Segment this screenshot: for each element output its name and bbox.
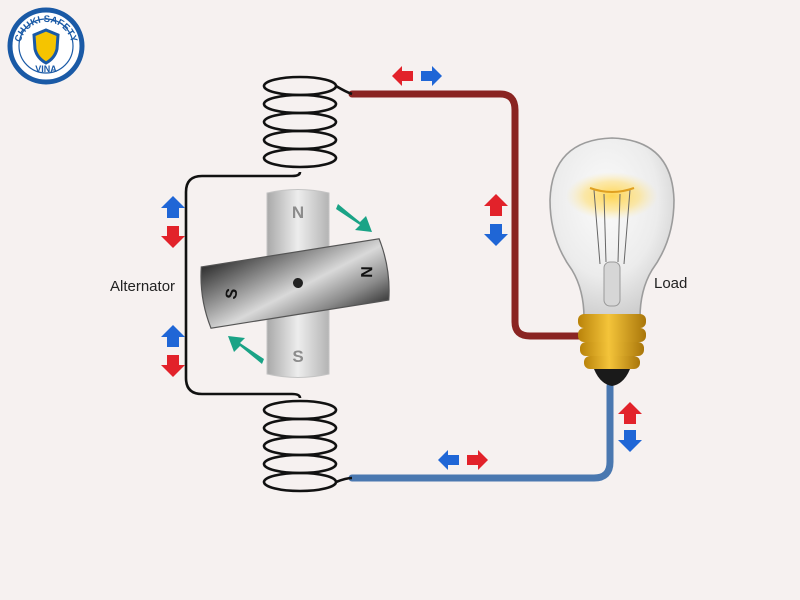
arrow-up-icon <box>161 196 185 218</box>
arrow-right-icon <box>421 66 442 86</box>
current-direction-arrows-left-lower <box>161 325 185 377</box>
logo-bottom-text: VINA <box>35 64 57 74</box>
rotation-arrow-icon <box>228 336 264 364</box>
rotor-magnet: S N <box>200 238 390 329</box>
arrow-down-icon <box>161 355 185 377</box>
stator-north-label: N <box>292 203 304 222</box>
current-direction-arrows-right-bottom <box>618 402 642 452</box>
arrow-left-icon <box>392 66 413 86</box>
rotor-north-label: N <box>357 266 374 278</box>
arrow-up-icon <box>161 325 185 347</box>
arrow-down-icon <box>484 224 508 246</box>
stator-south-label: S <box>292 347 303 366</box>
shield-icon <box>32 28 60 65</box>
rotation-arrow-icon <box>336 204 372 232</box>
arrow-up-icon <box>484 194 508 216</box>
alternator-label: Alternator <box>110 278 175 295</box>
load-label: Load <box>654 275 687 292</box>
bulb-base <box>578 314 646 386</box>
rotor-south-label: S <box>223 287 242 301</box>
bottom-wire-blue <box>348 382 614 482</box>
current-direction-arrows-right-top <box>484 194 508 246</box>
brand-logo: CHUKI SAFETY VINA <box>7 7 85 85</box>
arrow-right-icon <box>467 450 488 470</box>
light-bulb <box>549 137 675 386</box>
arrow-left-icon <box>438 450 459 470</box>
bottom-coil <box>262 399 353 493</box>
arrow-up-icon <box>618 402 642 424</box>
current-direction-arrows-left-upper <box>161 196 185 248</box>
arrow-down-icon <box>161 226 185 248</box>
current-direction-arrows-top <box>392 66 442 86</box>
top-coil <box>262 75 353 169</box>
top-wire-red <box>348 90 586 340</box>
alternator-loop-wire <box>184 171 302 399</box>
arrow-down-icon <box>618 430 642 452</box>
current-direction-arrows-bottom <box>438 450 488 470</box>
